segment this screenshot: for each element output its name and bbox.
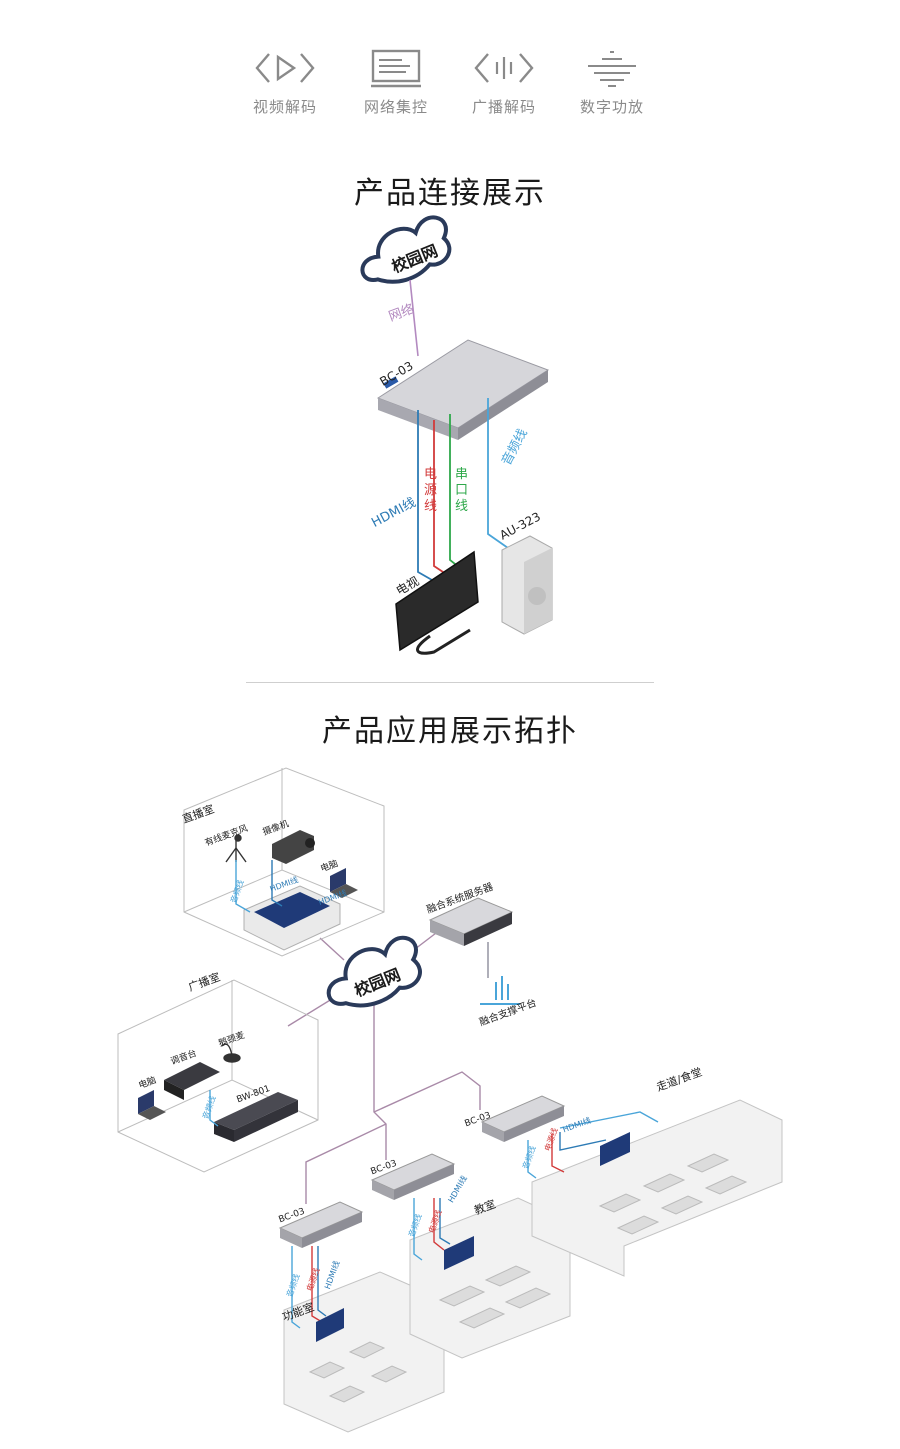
broadcast-decode-icon (474, 53, 534, 83)
mixer-icon (164, 1062, 220, 1100)
room3-label: 走道/食堂 (654, 1065, 704, 1094)
section-divider (246, 682, 654, 683)
feature-video-decode: 视频解码 (230, 48, 340, 117)
laptop-icon (330, 868, 358, 898)
feature-network-control: 网络集控 (341, 48, 451, 117)
svg-text:电: 电 (424, 467, 437, 482)
power-cable-label: 电 源 线 (424, 467, 437, 514)
cloud-icon (326, 935, 422, 1008)
feature-label: 网络集控 (363, 98, 428, 116)
room1-audio-label: 音频线 (284, 1272, 302, 1298)
serial-cable-label: 串 口 线 (455, 467, 468, 514)
gooseneck-mic-icon (221, 1043, 241, 1063)
broadcast-pc-label: 电脑 (137, 1074, 158, 1091)
hdmi-cable-label: HDMI线 (369, 495, 418, 531)
bc03-device (480, 1095, 566, 1142)
broadcast-room-label: 广播室 (186, 970, 222, 994)
speaker-label: AU-323 (497, 509, 543, 542)
room2-audio-label: 音频线 (406, 1212, 424, 1238)
camera-label: 摄像机 (261, 817, 290, 838)
room3-hdmi-label: HDMI线 (561, 1115, 592, 1134)
cloud-icon (360, 215, 452, 284)
video-decode-icon (255, 53, 315, 83)
platform-icon (480, 976, 520, 1005)
digital-amp-icon (588, 51, 636, 87)
network-label: 网络 (387, 301, 417, 325)
svg-text:串: 串 (455, 467, 468, 482)
mic-icon (225, 834, 247, 863)
svg-text:口: 口 (455, 483, 468, 498)
topology-diagram: 直播室 有线麦克风 摄像机 电脑 音频线 HDMI线 HDMI线 校园网 融合系… (117, 767, 783, 1433)
feature-label: 数字功放 (579, 98, 644, 116)
speaker-icon (501, 535, 553, 635)
bc03-device (376, 339, 550, 440)
server-icon (428, 897, 514, 946)
svg-text:线: 线 (455, 499, 468, 514)
topology-title: 产品应用展示拓扑 (322, 714, 578, 749)
desks-icon (308, 1341, 408, 1403)
bc03-device (370, 1153, 456, 1200)
room3-audio-label: 音频线 (520, 1144, 538, 1170)
feature-broadcast-decode: 广播解码 (449, 48, 559, 117)
desks-icon (438, 1265, 552, 1329)
network-control-icon (371, 49, 421, 88)
classroom-screen-icon (600, 1132, 630, 1166)
live-room-label: 直播室 (180, 802, 216, 826)
audio-cable-label: 音频线 (498, 426, 530, 468)
feature-digital-amp: 数字功放 (557, 48, 667, 117)
feature-label: 广播解码 (471, 98, 536, 116)
mixer-label: 调音台 (169, 1047, 198, 1068)
camera-icon (272, 830, 315, 864)
pc-label: 电脑 (319, 857, 340, 874)
network-links (287, 929, 481, 1204)
live-console-icon (243, 885, 341, 951)
svg-text:源: 源 (424, 483, 437, 498)
laptop-icon (138, 1090, 166, 1120)
room2-hdmi-label: HDMI线 (446, 1174, 469, 1204)
svg-text:线: 线 (424, 499, 437, 514)
room1-hdmi-label: HDMI线 (322, 1259, 341, 1290)
broadcast-audio-label: 音频线 (200, 1094, 218, 1120)
connection-diagram: 校园网 网络 BC-03 HDMI线 电 源 线 串 口 线 音频线 电视 AU… (360, 215, 553, 655)
bc03-device (278, 1201, 364, 1248)
room1-power-label: 电源线 (304, 1266, 322, 1292)
room3-power-label: 电源线 (542, 1126, 560, 1152)
classroom-screen-icon (316, 1308, 344, 1342)
desks-icon (598, 1153, 748, 1235)
live-audio-label: 音频线 (228, 878, 246, 904)
broadcast-room-box (117, 979, 319, 1173)
feature-label: 视频解码 (252, 98, 317, 116)
mic-label: 有线麦克风 (203, 822, 249, 849)
classroom-screen-icon (444, 1236, 474, 1270)
tv-icon (395, 550, 479, 655)
platform-label: 融合支撑平台 (477, 996, 538, 1029)
bw801-device (214, 1092, 298, 1142)
connection-title: 产品连接展示 (354, 176, 546, 211)
